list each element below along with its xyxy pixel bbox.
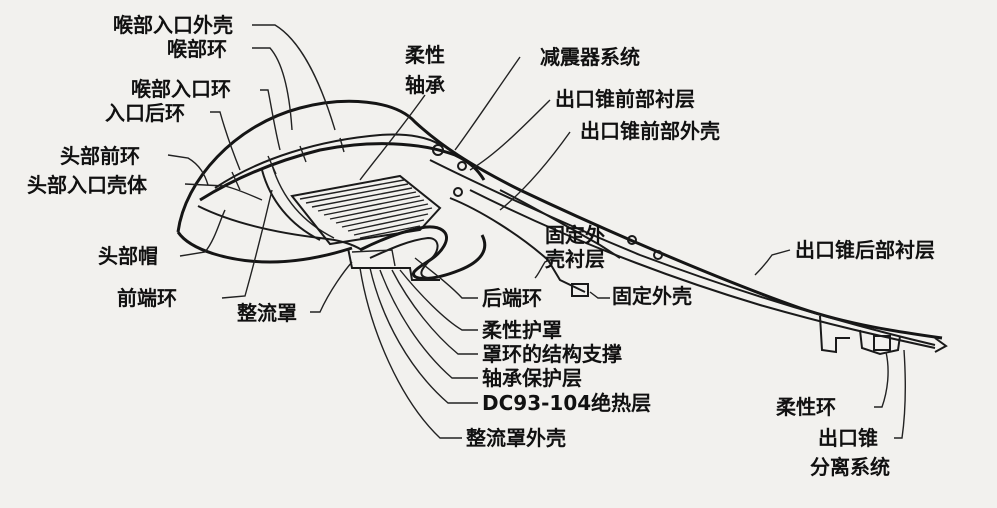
label-throat-inlet-shell: 喉部入口外壳: [113, 13, 233, 37]
label-head-inlet-shell: 头部入口壳体: [27, 173, 148, 197]
labels: 喉部入口外壳 喉部环 喉部入口环 入口后环 头部前环 头部入口壳体 头部帽 前端…: [27, 13, 935, 479]
head-cap-outline: [176, 231, 353, 264]
nozzle-structure: [176, 99, 948, 356]
label-head-front-ring: 头部前环: [60, 144, 140, 168]
throat-inner-layer: [214, 133, 441, 189]
label-fairing-shell: 整流罩外壳: [465, 426, 566, 450]
aft-end-ring: [449, 197, 586, 293]
label-dc93-insulation: DC93-104绝热层: [482, 391, 651, 415]
label-exit-cone-sep-2: 分离系统: [810, 455, 890, 479]
label-fixed-shell: 固定外壳: [612, 284, 692, 308]
label-exit-cone-aft-liner: 出口锥后部衬层: [795, 238, 935, 262]
fixed-bolt-2: [653, 250, 663, 260]
label-exit-cone-fwd-liner: 出口锥前部衬层: [555, 87, 695, 111]
damper-bolt-2: [457, 161, 467, 171]
fixed-shell: [499, 189, 621, 259]
label-flex-bearing-1: 柔性: [405, 43, 445, 67]
label-fairing: 整流罩: [236, 301, 297, 325]
throat-contour: [199, 142, 486, 202]
head-inlet-shell-line: [197, 205, 363, 251]
fairing-box: [347, 247, 440, 281]
fixed-bolt-1: [627, 235, 637, 245]
fairing-shell-line: [351, 249, 396, 267]
forward-end-ring: [261, 169, 321, 241]
label-head-cap: 头部帽: [98, 244, 158, 268]
flex-bearing-laminate: [290, 174, 442, 246]
label-throat-inlet-ring: 喉部入口环: [131, 77, 231, 101]
label-damper-system: 减震器系统: [540, 45, 640, 69]
throat-ring-lines: [231, 137, 345, 191]
label-fixed-shell-liner-2: 壳衬层: [544, 247, 605, 271]
label-exit-cone-sep-1: 出口锥: [818, 426, 878, 450]
leader-lines: [167, 24, 907, 439]
label-throat-ring: 喉部环: [167, 37, 227, 61]
exit-cone-end: [934, 337, 948, 353]
flex-boot-inner: [369, 236, 439, 279]
label-flex-ring: 柔性环: [776, 395, 836, 419]
label-bearing-protector: 轴承保护层: [482, 366, 582, 390]
label-exit-cone-fwd-shell: 出口锥前部外壳: [580, 119, 720, 143]
label-flex-bearing-2: 轴承: [405, 73, 445, 97]
label-aft-end-ring: 后端环: [482, 286, 542, 310]
separation-system: [819, 315, 901, 356]
damper-bolt-3: [453, 187, 463, 197]
label-inlet-aft-ring: 入口后环: [105, 101, 185, 125]
label-flex-boot: 柔性护罩: [482, 318, 562, 342]
damper-bolt-1: [432, 144, 444, 156]
exit-cone-liner: [429, 159, 936, 346]
fixed-shell-clamp: [571, 283, 589, 297]
label-fixed-shell-liner-1: 固定外: [545, 223, 605, 247]
label-forward-end-ring: 前端环: [117, 286, 177, 310]
label-boot-ring-support: 罩环的结构支撑: [482, 342, 622, 366]
forward-end-ring-2: [271, 164, 335, 239]
